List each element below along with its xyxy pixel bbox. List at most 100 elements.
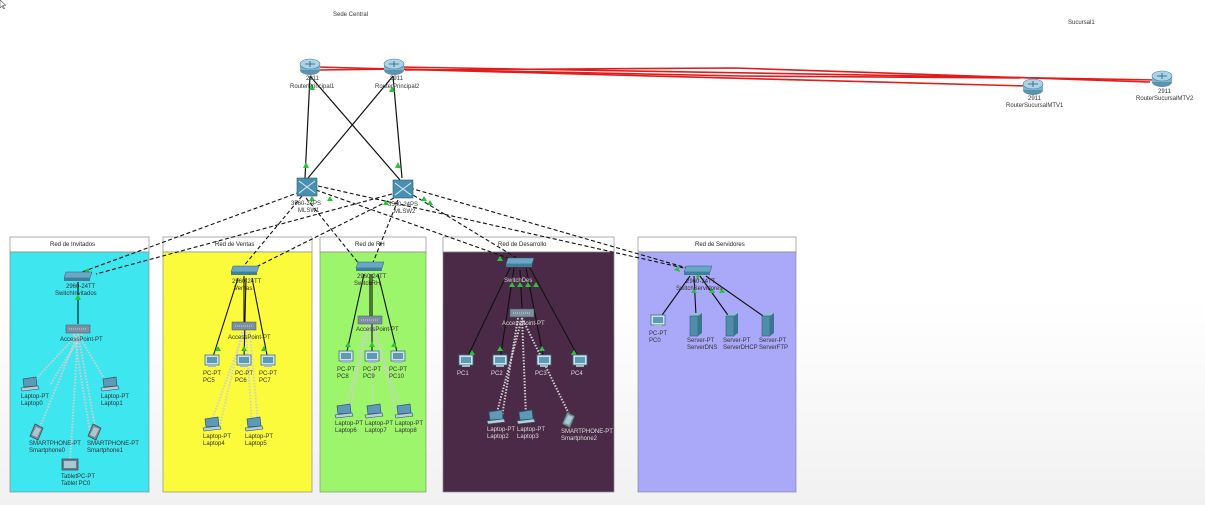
end-devices: Laptop-PTLaptop0Laptop-PTLaptop1SMARTPHO…	[20, 313, 788, 487]
core-switch-ml1[interactable]: 3560-24PS MLSW1	[291, 177, 321, 214]
router-r1[interactable]: 2911 RouterPrincipal1	[290, 58, 335, 90]
area-switch-invitados[interactable]: 2960-24TT SwitchInvitados	[55, 271, 97, 297]
router-r3-model: 2911	[1028, 96, 1042, 102]
device-name-label: ServerDHCP	[723, 345, 758, 351]
area-rh[interactable]: Red de RH	[319, 236, 427, 493]
area-switch-invitados-model: 2960-24TT	[66, 284, 96, 290]
laptop-icon	[244, 416, 264, 432]
access-point-ventas[interactable]: AccessPoint-PT	[228, 321, 271, 341]
device-pc2[interactable]: PC2	[491, 354, 508, 377]
pc-icon	[204, 354, 220, 367]
device-pc3[interactable]: PC3	[535, 354, 552, 377]
area-desarrollo[interactable]: Red de Desarrollo	[442, 236, 615, 493]
router-r4[interactable]: 2911 RouterSucursalMTV2	[1136, 70, 1194, 102]
device-model-label: PC-PT	[203, 371, 221, 377]
area-switch-servidores-name: SwitchServidores	[676, 286, 722, 292]
access-point-rh[interactable]: AccessPoint-PT	[356, 315, 399, 333]
area-title-rh: Red de RH	[355, 242, 385, 248]
area-title-invitados: Red de Invitados	[50, 242, 95, 248]
device-model-label: PC-PT	[259, 371, 277, 377]
smartphone-icon	[29, 423, 44, 441]
link-r1-ml2[interactable]	[309, 75, 401, 181]
device-pc4[interactable]: PC4	[571, 354, 588, 377]
area-switch-rh-name: SwitchRH	[354, 281, 380, 287]
area-switch-servidores[interactable]: 2960-24TT SwitchServidores	[676, 265, 722, 292]
area-ventas[interactable]: Red de Ventas	[162, 236, 313, 493]
laptop-icon	[20, 376, 40, 392]
server-icon	[689, 313, 702, 337]
device-name-label: PC10	[389, 374, 405, 380]
area-switch-desarrollo-name: SwitchDes	[504, 278, 532, 284]
area-switch-invitados-name: SwitchInvitados	[55, 291, 97, 297]
device-pc1[interactable]: PC1	[457, 354, 474, 377]
area-title-desarrollo: Red de Desarrollo	[498, 242, 547, 248]
device-model-label: PC-PT	[389, 367, 407, 373]
device-model-label: PC-PT	[235, 371, 253, 377]
wan-link-r1-r2-branch[interactable]	[316, 68, 1021, 79]
core-access-links	[81, 185, 695, 275]
router-icon	[389, 61, 399, 67]
device-model-label: PC-PT	[649, 331, 667, 337]
laptop-icon	[394, 403, 414, 419]
device-model-label: Laptop-PT	[335, 421, 363, 427]
device-name-label: Laptop0	[21, 401, 43, 407]
device-name-label: Laptop1	[101, 401, 123, 407]
router-r3-name: RouterSucursalMTV1	[1006, 103, 1064, 109]
device-model-label: Laptop-PT	[365, 421, 393, 427]
laptop-icon	[364, 403, 384, 419]
router-r3[interactable]: 2911 RouterSucursalMTV1	[1006, 78, 1064, 109]
link-r1-ml1[interactable]	[304, 75, 311, 179]
area-invitados[interactable]: Red de Invitados	[9, 236, 150, 493]
area-switch-rh-model: 2960-24TT	[357, 274, 387, 280]
area-servidores[interactable]: Red de Servidores	[637, 236, 797, 493]
core-switch-ml2[interactable]: 3560-24PS MLSW2	[388, 179, 418, 215]
device-name-label: Laptop8	[395, 428, 417, 434]
pc-icon	[390, 350, 406, 363]
device-model-label: SMARTPHONE-PT	[561, 429, 613, 435]
wan-link-r2-branch[interactable]	[404, 67, 1151, 83]
branch-title: Sucursal1	[1068, 20, 1095, 26]
device-model-label: SMARTPHONE-PT	[87, 441, 139, 447]
device-name-label: Tablet PC0	[61, 481, 91, 487]
device-model-label: Laptop-PT	[487, 427, 515, 433]
link-r2-ml1[interactable]	[307, 75, 394, 179]
laptop-icon	[486, 409, 506, 425]
area-title-servidores: Red de Servidores	[695, 242, 745, 248]
area-switch-ventas[interactable]: 2960-24TT Ventas	[230, 265, 262, 292]
area-switch-desarrollo[interactable]: SwitchDes	[504, 257, 535, 284]
area-switch-rh[interactable]: 2960-24TT SwitchRH	[354, 261, 387, 287]
core-switch-ml1-name: MLSW1	[298, 208, 320, 214]
router-r2[interactable]: 2911 RouterPrincipal2	[375, 58, 420, 90]
device-name-label: PC5	[203, 378, 215, 384]
device-name-label: Laptop6	[335, 428, 357, 434]
device-name-label: Laptop4	[203, 441, 225, 447]
access-point-invitados[interactable]: AccessPoint-PT	[60, 324, 103, 343]
link-r2-ml2[interactable]	[392, 75, 403, 179]
access-point-desarrollo[interactable]: AccessPoint-PT	[502, 308, 545, 327]
device-model-label: Laptop-PT	[203, 434, 231, 440]
